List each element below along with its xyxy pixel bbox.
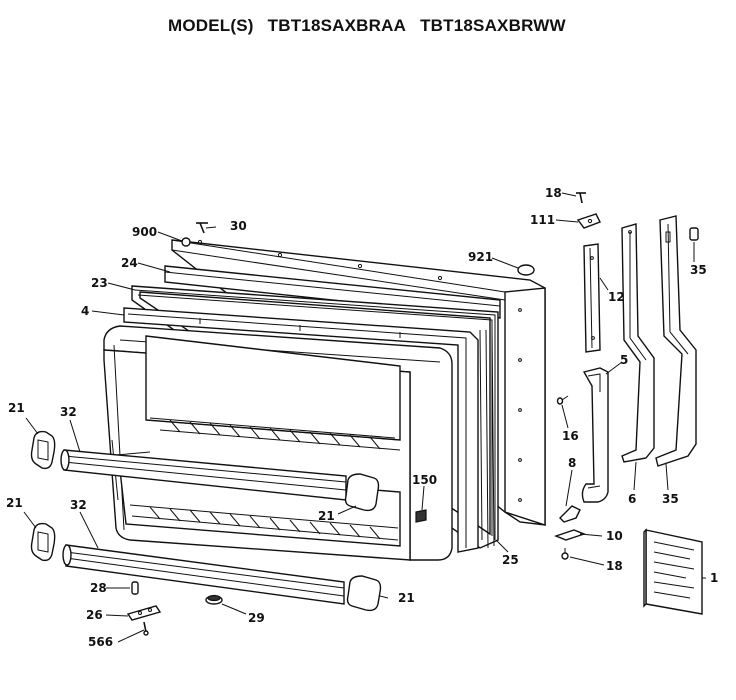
label-21-middle: 21 (318, 509, 335, 523)
label-5: 5 (620, 353, 628, 367)
label-900: 900 (132, 225, 157, 239)
label-18-top: 18 (545, 186, 562, 200)
label-4: 4 (81, 304, 89, 318)
manual-print-lines (653, 541, 695, 599)
door-inner-liner-frame (123, 307, 479, 553)
label-21-upper-left: 21 (8, 401, 25, 415)
lower-shelf-bar (62, 544, 345, 605)
screw-18-top (576, 192, 586, 204)
lower-shelf-end-cap (346, 575, 382, 612)
label-566: 566 (88, 635, 113, 649)
lower-shelf-grille (129, 504, 399, 541)
label-18-bottom: 18 (606, 559, 623, 573)
model-number-2: TBT18SAXBRWW (420, 16, 566, 35)
door-seal-strip-25 (485, 325, 495, 549)
label-24: 24 (121, 256, 138, 270)
label-29: 29 (248, 611, 265, 625)
bracket-8 (559, 505, 581, 523)
part-labels: 900 30 24 23 4 921 18 111 12 35 5 16 8 1… (6, 186, 718, 649)
screw-30 (196, 222, 208, 234)
door-liner (103, 325, 453, 561)
label-32-lower: 32 (70, 498, 87, 512)
screw-16 (556, 395, 569, 405)
upper-shelf-grille (149, 417, 401, 451)
hinge-plate-26 (126, 605, 162, 621)
label-23: 23 (91, 276, 108, 290)
clip-10 (553, 529, 587, 541)
label-6: 6 (628, 492, 636, 506)
label-8: 8 (568, 456, 576, 470)
label-10: 10 (606, 529, 623, 543)
label-25: 25 (502, 553, 519, 567)
label-16: 16 (562, 429, 579, 443)
handle-mount-12 (583, 243, 601, 353)
label-1: 1 (710, 571, 718, 585)
leader-lines (23, 192, 706, 643)
handle-bracket-5 (581, 367, 609, 503)
label-26: 26 (86, 608, 103, 622)
label-21-lower-right: 21 (398, 591, 415, 605)
door-stop-150 (415, 509, 427, 523)
screw-18-bottom (561, 548, 569, 560)
left-end-cap-lower (30, 522, 56, 562)
left-end-cap-upper (30, 430, 56, 470)
label-150: 150 (412, 473, 437, 487)
label-21-lower-left: 21 (6, 496, 23, 510)
label-12: 12 (608, 290, 625, 304)
door-handle-6 (621, 223, 655, 463)
handle-end-cap-35 (689, 227, 699, 241)
hinge-111 (576, 213, 601, 229)
label-30: 30 (230, 219, 247, 233)
label-35-top: 35 (690, 263, 707, 277)
label-111: 111 (530, 213, 555, 227)
label-921: 921 (468, 250, 493, 264)
label-28: 28 (90, 581, 107, 595)
label-32-upper: 32 (60, 405, 77, 419)
model-prefix: MODEL(S) (168, 16, 254, 35)
plug-29 (205, 594, 223, 605)
spacer-28 (131, 581, 139, 595)
label-35-bottom: 35 (662, 492, 679, 506)
screw-566 (143, 621, 149, 636)
door-handle-35 (655, 215, 697, 467)
model-number-1: TBT18SAXBRAA (267, 16, 407, 35)
upper-shelf-end-cap (344, 473, 380, 512)
door-insulation-layer (164, 265, 501, 319)
model-title: MODEL(S) TBT18SAXBRAA TBT18SAXBRWW (168, 16, 580, 36)
owners-manual (643, 528, 703, 615)
